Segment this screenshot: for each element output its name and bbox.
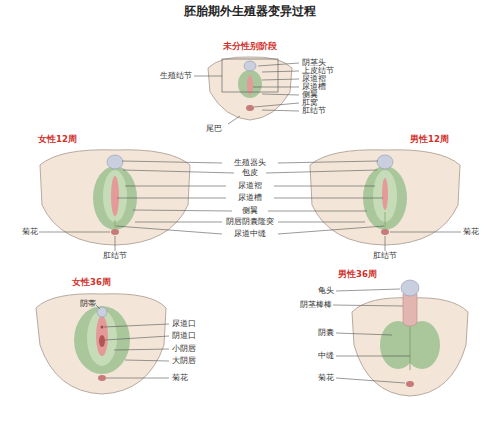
part-label: 尿道口 <box>172 320 196 328</box>
part-label: 菊花 <box>318 374 334 382</box>
part-label: 侧翼 <box>302 91 318 99</box>
part-label: 中缝 <box>318 352 334 360</box>
part-label: 包皮 <box>242 169 258 177</box>
part-label: 尿道槽 <box>238 194 262 202</box>
part-label: 肛结节 <box>302 107 326 115</box>
section-heading: 男性36周 <box>338 270 377 279</box>
section-heading: 女性36周 <box>72 278 111 287</box>
diagram-title: 胚胎期外生殖器变异过程 <box>184 5 316 18</box>
part-label: 大阴唇 <box>172 357 196 365</box>
part-label: 尿道褶 <box>302 75 326 83</box>
section-heading: 未分性别阶段 <box>223 42 277 51</box>
part-label: 侧翼 <box>242 207 258 215</box>
section-heading: 女性12周 <box>38 135 77 144</box>
part-label: 阴蒂 <box>80 300 96 308</box>
part-label: 尾巴 <box>206 125 222 133</box>
part-label: 尿道中缝 <box>234 230 266 238</box>
part-label: 菊花 <box>172 374 188 382</box>
section-heading: 男性12周 <box>410 135 449 144</box>
part-label: 菊花 <box>463 228 479 236</box>
part-label: 阴道口 <box>172 332 196 340</box>
part-label: 龟头 <box>318 287 334 295</box>
part-label: 生殖结节 <box>160 72 192 80</box>
part-label: 肛窝 <box>302 99 318 107</box>
part-label: 阴唇阴囊隆突 <box>226 218 274 226</box>
part-label: 生殖器头 <box>234 159 266 167</box>
part-label: 小阴唇 <box>172 345 196 353</box>
part-label: 肛结节 <box>373 252 397 260</box>
part-label: 菊花 <box>22 228 38 236</box>
part-label: 尿道槽 <box>302 83 326 91</box>
part-label: 上皮结节 <box>302 67 334 75</box>
part-label: 肛结节 <box>103 252 127 260</box>
part-label: 阴囊 <box>318 329 334 337</box>
part-label: 阴茎棒棒 <box>300 301 332 309</box>
part-label: 阴茎头 <box>302 59 326 67</box>
part-label: 尿道褶 <box>238 182 262 190</box>
